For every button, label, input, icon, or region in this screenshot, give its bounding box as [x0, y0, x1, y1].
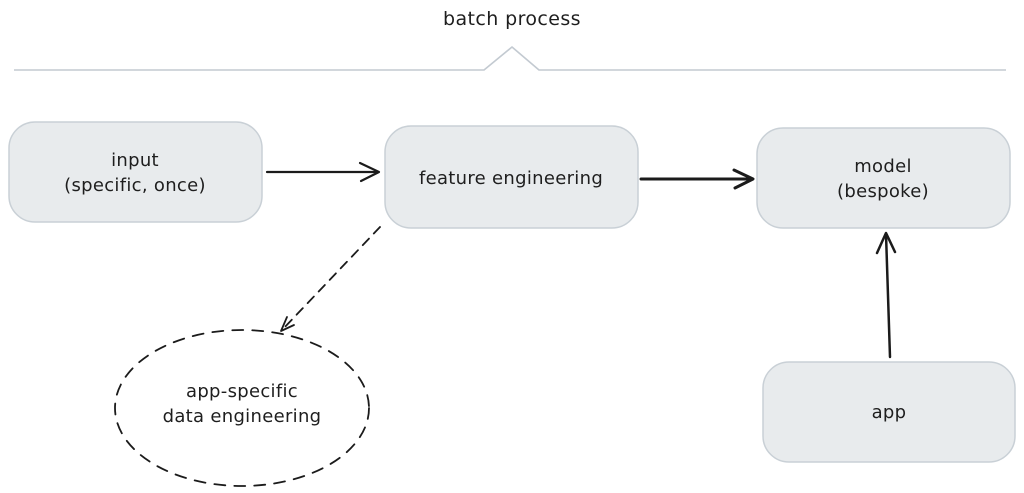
- model-node-shape: [756, 127, 1011, 229]
- input-node: input (specific, once): [8, 121, 263, 223]
- edge-feature-to-data-engineering-line: [282, 226, 381, 330]
- edge-feature-to-model-arrowhead: [732, 168, 755, 190]
- edge-feature-to-model: [639, 168, 755, 190]
- data-engineering-label-line1: app-specific: [186, 381, 298, 402]
- edge-input-to-feature-arrowhead: [358, 161, 381, 183]
- edge-app-to-model: [875, 231, 897, 359]
- data-engineering-node-shape: [114, 329, 370, 487]
- model-node: model (bespoke): [756, 127, 1011, 229]
- edge-app-to-model-line: [884, 232, 892, 359]
- feature-engineering-node-shape: [384, 125, 639, 229]
- app-node-label: app: [872, 402, 907, 423]
- model-node-label-line2: (bespoke): [837, 181, 929, 202]
- batch-process-brace: [14, 46, 1006, 71]
- input-node-label-line2: (specific, once): [64, 175, 206, 196]
- edge-app-to-model-arrowhead: [875, 231, 897, 255]
- feature-engineering-node: feature engineering: [384, 125, 639, 229]
- data-engineering-label-line2: data engineering: [163, 406, 322, 427]
- model-node-label-line1: model: [854, 156, 912, 177]
- batch-process-label: batch process: [443, 8, 581, 30]
- edge-feature-to-data-engineering: [280, 226, 381, 332]
- edge-input-to-feature: [265, 161, 381, 183]
- feature-engineering-node-label: feature engineering: [419, 168, 603, 189]
- data-engineering-node: app-specific data engineering: [114, 329, 370, 487]
- app-node-shape: [762, 361, 1016, 463]
- input-node-shape: [8, 121, 263, 223]
- app-node: app: [762, 361, 1016, 463]
- edge-feature-to-data-engineering-arrowhead: [280, 316, 295, 332]
- input-node-label-line1: input: [111, 150, 159, 171]
